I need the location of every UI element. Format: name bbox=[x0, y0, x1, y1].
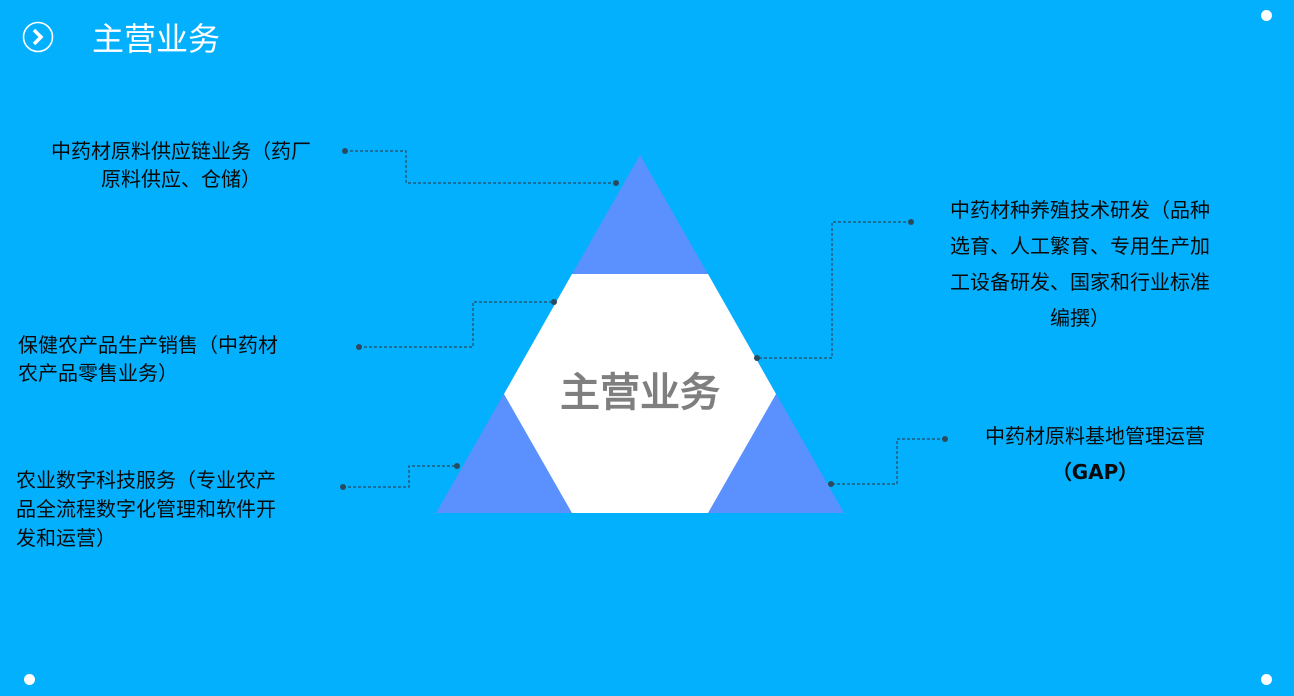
connector-4 bbox=[757, 221, 911, 359]
item-2: 保健农产品生产销售（中药材 农产品零售业务） bbox=[18, 331, 348, 387]
corner-dot bbox=[1261, 10, 1272, 21]
item-line: （GAP） bbox=[1051, 460, 1139, 484]
item-line: 农产品零售业务） bbox=[18, 361, 178, 385]
center-label: 主营业务 bbox=[560, 370, 720, 416]
item-3: 农业数字科技服务（专业农产 品全流程数字化管理和软件开 发和运营） bbox=[16, 466, 336, 553]
connector-5 bbox=[831, 438, 945, 485]
connector-2 bbox=[359, 301, 554, 348]
connector-1 bbox=[345, 150, 616, 184]
item-line: 发和运营） bbox=[16, 526, 116, 550]
item-line: 编撰） bbox=[1050, 306, 1110, 330]
page-title: 主营业务 bbox=[92, 20, 221, 58]
connector-3 bbox=[343, 465, 457, 488]
item-line: 选育、人工繁育、专用生产加 bbox=[950, 234, 1210, 258]
item-line: 中药材原料供应链业务（药厂 bbox=[51, 139, 311, 163]
item-4: 中药材种养殖技术研发（品种 选育、人工繁育、专用生产加 工设备研发、国家和行业标… bbox=[925, 192, 1235, 336]
corner-dot bbox=[24, 674, 35, 685]
item-5: 中药材原料基地管理运营 （GAP） bbox=[960, 418, 1230, 490]
item-line: 工设备研发、国家和行业标准 bbox=[950, 270, 1210, 294]
item-line: 农业数字科技服务（专业农产 bbox=[16, 468, 276, 492]
item-line: 原料供应、仓储） bbox=[101, 167, 261, 191]
item-line: 中药材原料基地管理运营 bbox=[985, 424, 1205, 448]
chevron-right-circle-icon bbox=[22, 21, 54, 53]
corner-dot bbox=[1261, 674, 1272, 685]
item-line: 保健农产品生产销售（中药材 bbox=[18, 333, 278, 357]
item-1: 中药材原料供应链业务（药厂 原料供应、仓储） bbox=[26, 137, 336, 193]
item-line: 中药材种养殖技术研发（品种 bbox=[950, 198, 1210, 222]
hexagon bbox=[504, 274, 776, 513]
item-line: 品全流程数字化管理和软件开 bbox=[16, 497, 276, 521]
